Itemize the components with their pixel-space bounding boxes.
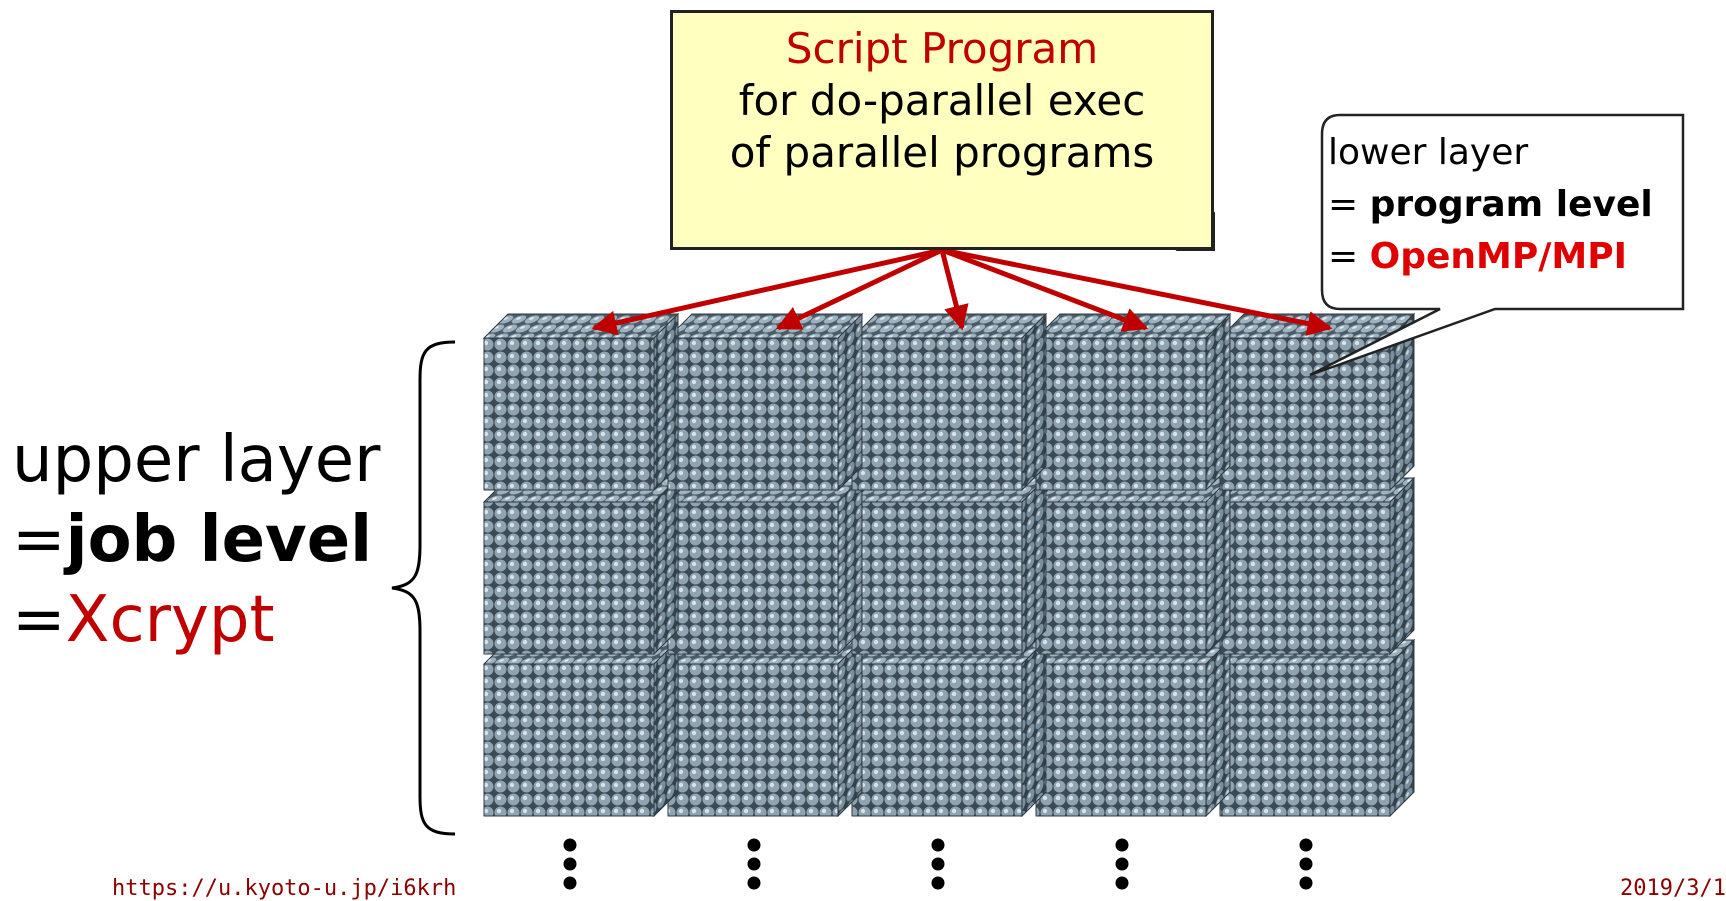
cube-front-face [483,501,655,655]
cube-front-face [483,337,655,491]
continuation-dot [747,857,761,871]
continuation-dot [1115,857,1129,871]
cube-front-face [1219,501,1391,655]
node-cube [1218,476,1416,656]
cube-front-face [1035,663,1207,817]
node-cube [1034,638,1232,818]
callout-line-2: = program level [1328,179,1653,231]
note-line-2: for do-parallel exec [738,76,1146,125]
arrow [775,247,944,331]
arrow [939,249,969,331]
continuation-dot [1115,838,1129,852]
cube-side-face [1389,638,1415,818]
cube-front-face [851,501,1023,655]
note-line-3: of parallel programs [729,128,1155,177]
cube-top-face [1034,313,1232,339]
continuation-dot [1299,876,1313,890]
cube-front-face [667,337,839,491]
continuation-dot [747,876,761,890]
node-cube [482,638,680,818]
cube-front-face [851,337,1023,491]
cube-top-face [666,313,864,339]
cube-front-face [1035,337,1207,491]
footer-date: 2019/3/1 [1620,876,1726,901]
cube-front-face [1219,663,1391,817]
continuation-dot [563,876,577,890]
note-title: Script Program [785,24,1099,73]
cube-front-face [1035,501,1207,655]
callout-bubble [1309,113,1685,377]
node-cube [1034,312,1232,492]
continuation-dot [563,838,577,852]
cube-side-face [653,312,679,492]
xcrypt-label: Xcrypt [65,583,275,657]
cube-front-face [667,501,839,655]
continuation-dot [1115,876,1129,890]
continuation-dot [931,838,945,852]
node-cube [850,476,1048,656]
footer-url[interactable]: https://u.kyoto-u.jp/i6krh [112,876,457,901]
arrow [941,247,1333,336]
node-cube [666,476,864,656]
cube-side-face [1205,476,1231,656]
job-level-label: job level [65,503,373,577]
cube-side-face [653,476,679,656]
cube-side-face [1205,638,1231,818]
left-brace [391,340,456,836]
cube-side-face [837,312,863,492]
arrow [941,247,1149,332]
node-cube [850,638,1048,818]
cube-front-face [851,663,1023,817]
cube-front-face [667,663,839,817]
cube-grid [482,312,1416,818]
callout-eq-2: = [1328,236,1370,277]
upper-layer-line-1: upper layer [12,423,381,497]
continuation-dot [1299,857,1313,871]
callout-line-3: = OpenMP/MPI [1328,231,1653,283]
cube-side-face [1389,476,1415,656]
node-cube [1218,312,1416,492]
diagram-canvas [391,113,1685,890]
continuation-dot [1299,838,1313,852]
cube-side-face [1021,476,1047,656]
continuation-dot [931,876,945,890]
cube-front-face [483,663,655,817]
script-program-note: Script Program for do-parallel exec of p… [670,10,1214,250]
node-cube [482,476,680,656]
cube-front-face [1219,337,1391,491]
node-cube [1218,638,1416,818]
node-cube [1034,476,1232,656]
lower-layer-callout: lower layer = program level = OpenMP/MPI [1328,127,1653,283]
cube-side-face [1021,312,1047,492]
cube-side-face [1021,638,1047,818]
openmp-mpi-label: OpenMP/MPI [1369,236,1627,277]
continuation-dot [747,838,761,852]
upper-layer-label: upper layer =job level =Xcrypt [12,420,380,660]
continuation-dot [563,857,577,871]
script-arrows [591,247,1333,336]
cube-top-face [850,313,1048,339]
callout-line-1: lower layer [1328,132,1529,173]
continuation-dots [563,838,1313,890]
upper-layer-line-2: =job level [12,500,380,580]
cube-side-face [837,476,863,656]
node-cube [666,312,864,492]
program-level-label: program level [1369,184,1653,225]
upper-eq-2: = [12,583,66,657]
cube-side-face [1205,312,1231,492]
continuation-dot [931,857,945,871]
node-cube [482,312,680,492]
upper-eq-1: = [12,503,66,577]
cube-side-face [837,638,863,818]
node-cube [850,312,1048,492]
upper-layer-line-3: =Xcrypt [12,580,380,660]
cube-side-face [653,638,679,818]
arrow [591,247,943,336]
callout-eq-1: = [1328,184,1370,225]
node-cube [666,638,864,818]
